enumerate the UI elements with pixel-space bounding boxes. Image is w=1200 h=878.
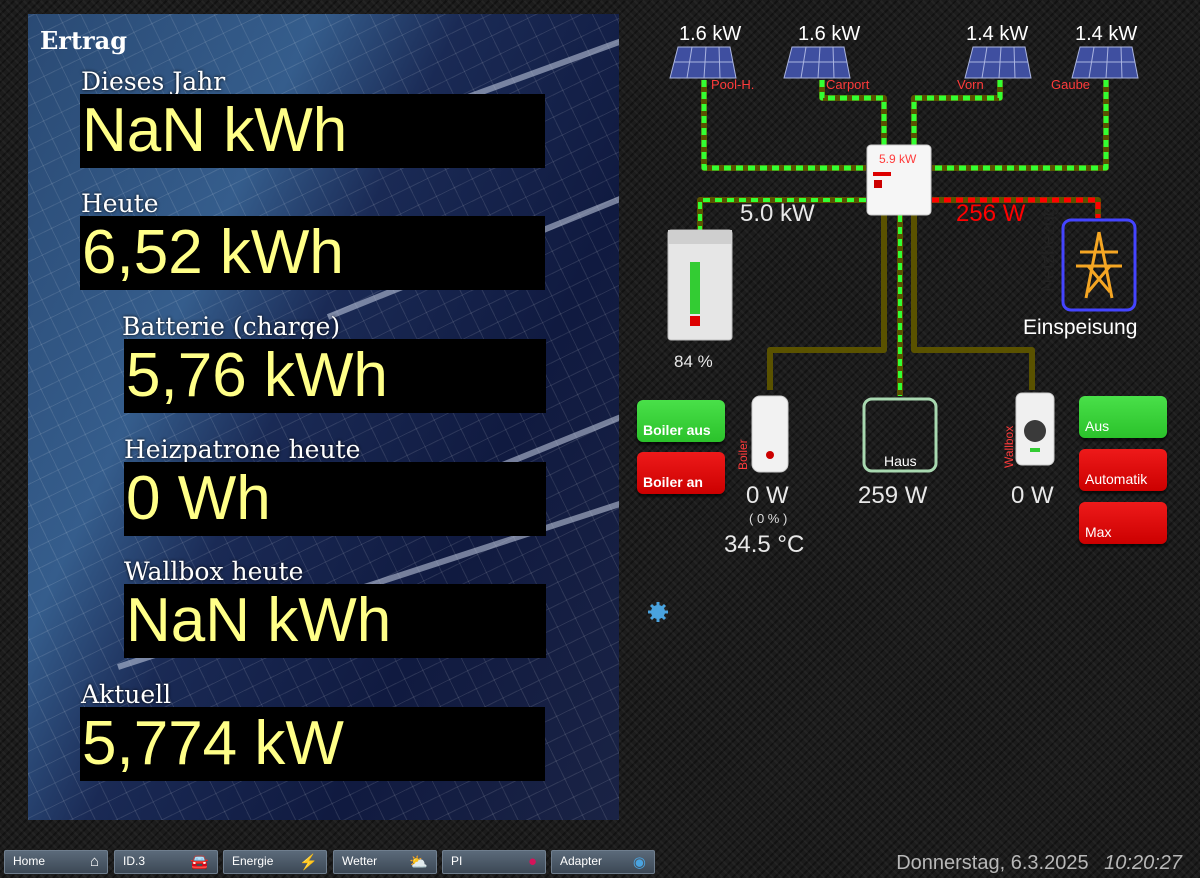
nav-pi-label: PI [451,854,463,868]
pv-power-carport: 1.6 kW [798,23,861,45]
wallbox-power: 0 W [1011,482,1054,509]
boiler-off-button[interactable]: Boiler aus [637,400,725,442]
solar-panel-icon [964,46,1032,79]
stat-value-year: NaN kWh [80,94,545,168]
wallbox-icon [1015,392,1055,466]
wallbox-off-button[interactable]: Aus [1079,396,1167,438]
nav-pi[interactable]: PI ● [442,850,546,874]
energy-flow-diagram [648,46,1139,622]
nav-wetter[interactable]: Wetter ⛅ [333,850,437,874]
solar-panel-icon [669,46,737,79]
boiler-temperature: 34.5 °C [724,531,805,558]
stat-value-wallbox-today: NaN kWh [124,584,546,658]
boiler-label: Boiler [736,439,750,470]
pv-name-vorn: Vorn [957,77,984,92]
nav-energie[interactable]: Energie ⚡ [223,850,327,874]
pv-power-gaube: 1.4 kW [1075,23,1138,45]
battery-soc: 84 % [674,352,713,371]
car-icon: 🚘 [190,854,209,871]
adapter-icon: ◉ [632,854,646,871]
inverter-icon [866,144,932,216]
wallbox-label: Wallbox [1002,425,1016,468]
nav-adapter[interactable]: Adapter ◉ [551,850,655,874]
stat-value-current: 5,774 kW [80,707,545,781]
stat-label-battery-charge: Batterie (charge) [122,312,341,341]
battery-icon [667,229,733,341]
house-box [862,397,938,473]
solar-panel-icon [783,46,851,79]
boiler-percent: ( 0 % ) [749,511,788,526]
stat-value-today: 6,52 kWh [80,216,545,290]
nav-energie-label: Energie [232,854,274,868]
pv-name-gaube: Gaube [1051,77,1091,92]
weather-icon: ⛅ [409,854,428,871]
boiler-icon [751,395,789,473]
pv-name-carport: Carport [826,77,870,92]
pv-power-vorn: 1.4 kW [966,23,1029,45]
nav-id3-label: ID.3 [123,854,146,868]
stat-label-heater-today: Heizpatrone heute [124,435,361,464]
raspberry-icon: ● [527,853,537,870]
lightning-icon: ⚡ [299,854,318,871]
boiler-power: 0 W [746,482,789,509]
stat-label-year: Dieses Jahr [81,67,226,96]
solar-panel-icon [1071,46,1139,79]
house-label: Haus [884,453,917,469]
home-icon: ⌂ [89,853,99,870]
distribution-lines [697,197,1101,396]
settings-gear-icon[interactable] [648,602,668,622]
inverter-power: 5.9 kW [879,152,917,166]
stat-label-current: Aktuell [81,680,172,709]
battery-flow-value: 5.0 kW [740,200,815,227]
ertrag-panel: Ertrag Dieses Jahr NaN kWh Heute 6,52 kW… [28,14,619,820]
datetime: Donnerstag, 6.3.2025 10:20:27 [896,852,1182,875]
stat-value-battery-charge: 5,76 kWh [124,339,546,413]
nav-wetter-label: Wetter [342,854,378,868]
battery-level-bar [690,262,700,314]
nav-home[interactable]: Home ⌂ [4,850,108,874]
grid-flow-value: 256 W [956,200,1026,227]
pv-power-pool: 1.6 kW [679,23,742,45]
time-text: 10:20:27 [1104,852,1182,874]
grid-bezug-label: Netzbezug [1038,205,1058,292]
grid-pylon-icon [1061,218,1137,312]
house-power: 259 W [858,482,928,509]
pv-name-pool: Pool-H. [711,77,755,92]
nav-id3[interactable]: ID.3 🚘 [114,850,218,874]
grid-label: Einspeisung [1023,316,1138,339]
stat-label-wallbox-today: Wallbox heute [124,557,304,586]
wallbox-auto-button[interactable]: Automatik [1079,449,1167,491]
date-text: Donnerstag, 6.3.2025 [896,852,1089,874]
wallbox-max-button[interactable]: Max [1079,502,1167,544]
pv-flow-active [701,80,1109,171]
ertrag-title: Ertrag [40,26,127,55]
boiler-on-button[interactable]: Boiler an [637,452,725,494]
nav-adapter-label: Adapter [560,854,603,868]
stat-value-heater-today: 0 Wh [124,462,546,536]
nav-home-label: Home [13,854,46,868]
stat-label-today: Heute [81,189,159,218]
